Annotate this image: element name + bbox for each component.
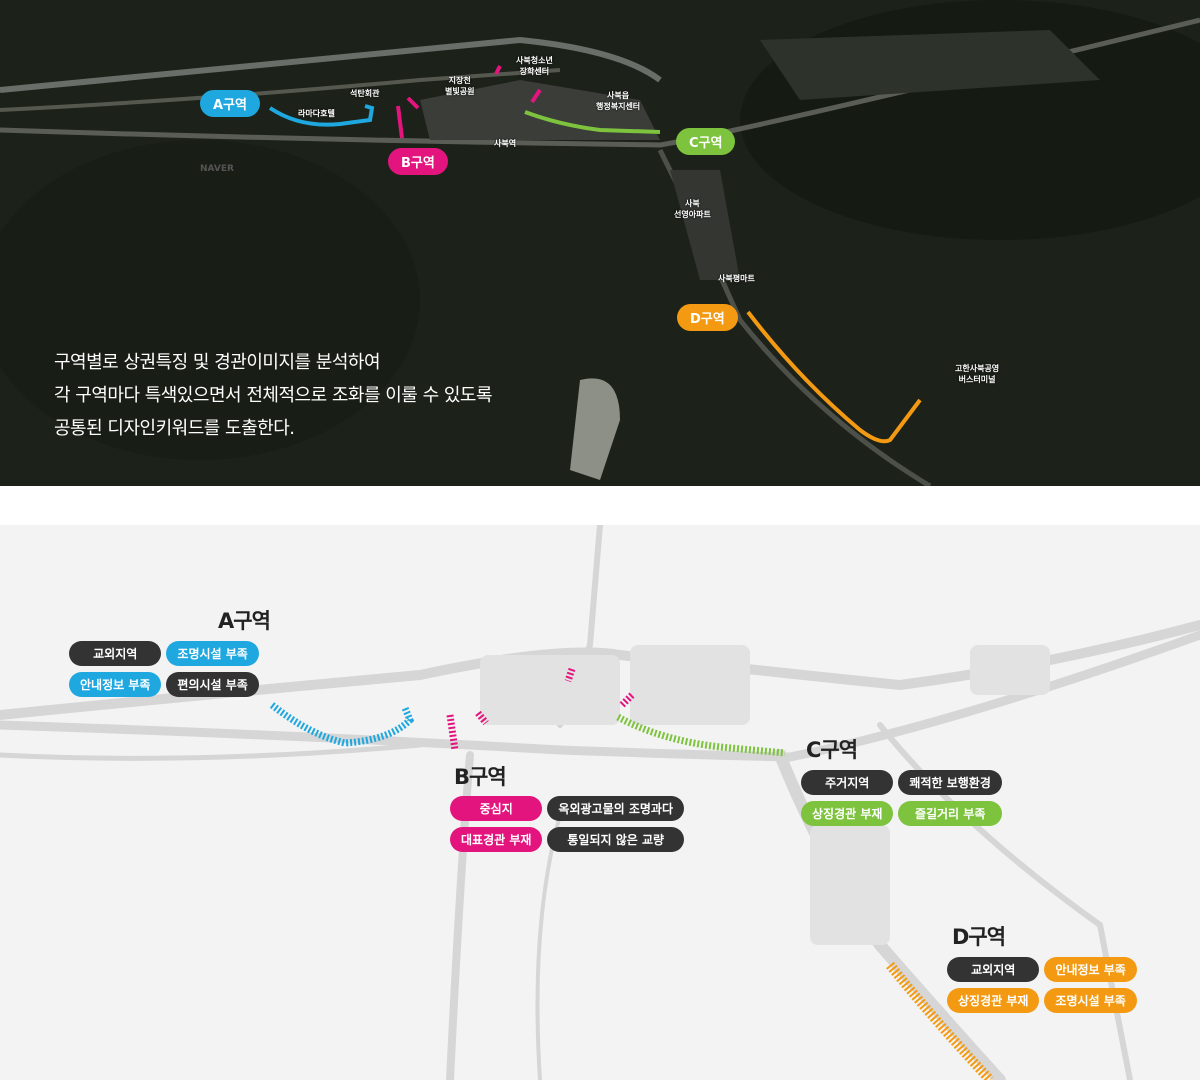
tag: 상징경관 부재 xyxy=(801,801,894,826)
satellite-terrain xyxy=(0,0,1200,486)
tag: 주거지역 xyxy=(801,770,894,795)
tag: 대표경관 부재 xyxy=(450,827,543,852)
zone-a-badge: A구역 xyxy=(200,90,260,117)
zone-c-badge: C구역 xyxy=(676,128,736,155)
zone-b-badge: B구역 xyxy=(388,148,448,175)
zone-c-title: C구역 xyxy=(806,738,858,762)
tag: 조명시설 부족 xyxy=(1044,988,1137,1013)
place-label: 사북평마트 xyxy=(718,274,755,283)
naver-watermark: NAVER xyxy=(200,164,234,174)
description-line: 각 구역마다 특색있으면서 전체적으로 조화를 이룰 수 있도록 xyxy=(54,385,493,406)
map-roads xyxy=(0,525,1200,1080)
place-label: 라마다호텔 xyxy=(298,109,335,118)
tag: 편의시설 부족 xyxy=(166,672,259,697)
place-label: 사북 선영아파트 xyxy=(674,199,711,219)
zone-map: A구역 교외지역 조명시설 부족 안내정보 부족 편의시설 부족 B구역 중심지… xyxy=(0,525,1200,1080)
description-line: 공통된 디자인키워드를 도출한다. xyxy=(54,418,295,439)
zone-d-badge: D구역 xyxy=(677,304,738,331)
place-label: 지장천 별빛공원 xyxy=(445,76,475,96)
tag: 중심지 xyxy=(450,796,543,821)
tag: 교외지역 xyxy=(69,641,162,666)
description-line: 구역별로 상권특징 및 경관이미지를 분석하여 xyxy=(54,352,381,373)
place-label: 고한사북공영 버스터미널 xyxy=(955,364,1000,384)
tag: 통일되지 않은 교량 xyxy=(547,827,685,852)
zone-d-tags: 교외지역 안내정보 부족 상징경관 부재 조명시설 부족 xyxy=(947,957,1137,1013)
tag: 즐길거리 부족 xyxy=(898,801,1002,826)
satellite-map: 석탄회관 라마다호텔 지장천 별빛공원 사북청소년 장학센터 사북읍 행정복지센… xyxy=(0,0,1200,486)
zone-a-tags: 교외지역 조명시설 부족 안내정보 부족 편의시설 부족 xyxy=(69,641,259,697)
zone-c-tags: 주거지역 쾌적한 보행환경 상징경관 부재 즐길거리 부족 xyxy=(801,770,1002,826)
tag: 조명시설 부족 xyxy=(166,641,259,666)
place-label: 사북청소년 장학센터 xyxy=(516,56,553,76)
tag: 옥외광고물의 조명과다 xyxy=(547,796,685,821)
place-label: 사북읍 행정복지센터 xyxy=(596,91,641,111)
place-label: 석탄회관 xyxy=(350,89,380,98)
tag: 상징경관 부재 xyxy=(947,988,1040,1013)
place-label: 사북역 xyxy=(494,139,517,148)
tag: 쾌적한 보행환경 xyxy=(898,770,1002,795)
zone-b-tags: 중심지 옥외광고물의 조명과다 대표경관 부재 통일되지 않은 교량 xyxy=(450,796,685,852)
description: 구역별로 상권특징 및 경관이미지를 분석하여 각 구역마다 특색있으면서 전체… xyxy=(54,346,493,445)
tag: 안내정보 부족 xyxy=(1044,957,1137,982)
zone-a-title: A구역 xyxy=(218,609,271,633)
zone-b-title: B구역 xyxy=(454,765,507,789)
zone-d-title: D구역 xyxy=(952,925,1006,949)
tag: 교외지역 xyxy=(947,957,1040,982)
tag: 안내정보 부족 xyxy=(69,672,162,697)
